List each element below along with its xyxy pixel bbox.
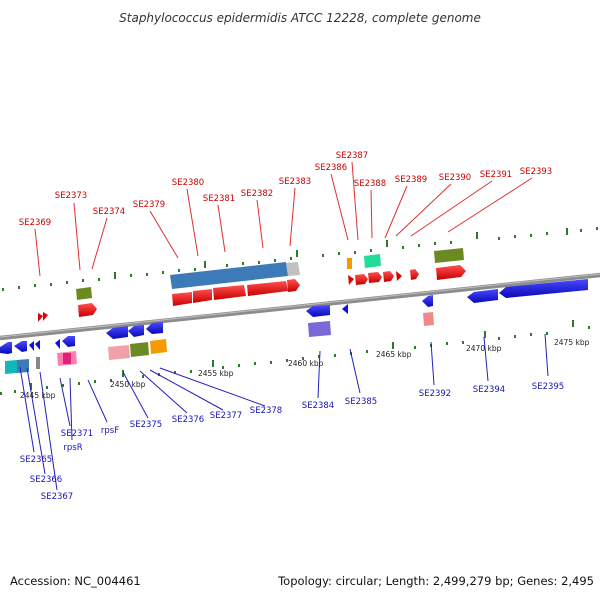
genome-backbone xyxy=(0,272,600,341)
rna-feature[interactable] xyxy=(150,339,167,354)
scale-label-2450: 2450 kbp xyxy=(110,380,146,389)
gene-arrow[interactable] xyxy=(348,275,354,285)
gene-label-reverse[interactable]: SE2392 xyxy=(419,389,451,399)
gene-arrow[interactable] xyxy=(342,304,348,314)
rna-feature[interactable] xyxy=(347,258,352,269)
gene-label-reverse[interactable]: SE2377 xyxy=(210,411,242,421)
scale-label-2465: 2465 kbp xyxy=(376,350,412,359)
scale-label-2455: 2455 kbp xyxy=(198,369,234,378)
rna-feature[interactable] xyxy=(5,360,17,374)
gene-arrow[interactable] xyxy=(62,336,75,347)
lower-tick-track xyxy=(0,320,590,395)
gene-arrow[interactable] xyxy=(14,341,27,352)
accession-label: Accession: NC_004461 xyxy=(10,574,141,588)
gene-arrow[interactable] xyxy=(35,340,40,350)
gene-label-forward[interactable]: SE2387 xyxy=(336,151,368,161)
gene-label-forward[interactable]: SE2390 xyxy=(439,173,471,183)
scale-label-2460: 2460 kbp xyxy=(288,359,324,368)
gene-arrow[interactable] xyxy=(78,303,97,317)
gene-label-forward[interactable]: SE2381 xyxy=(203,194,235,204)
gene-label-forward[interactable]: SE2373 xyxy=(55,191,87,201)
gene-label-forward[interactable]: SE2391 xyxy=(480,170,512,180)
rna-feature[interactable] xyxy=(434,248,464,263)
gene-label-reverse[interactable]: rpsF xyxy=(101,426,119,436)
gene-label-forward[interactable]: SE2369 xyxy=(19,218,51,228)
gene-label-reverse[interactable]: SE2394 xyxy=(473,385,505,395)
gene-arrow[interactable] xyxy=(467,289,498,303)
gene-label-reverse[interactable]: SE2395 xyxy=(532,382,564,392)
rna-feature[interactable] xyxy=(76,287,92,300)
gene-label-forward[interactable]: SE2386 xyxy=(315,163,347,173)
reverse-strand-genes xyxy=(0,279,588,354)
rna-feature[interactable] xyxy=(423,312,434,326)
gene-label-reverse[interactable]: SE2376 xyxy=(172,415,204,425)
gene-label-reverse[interactable]: SE2384 xyxy=(302,401,334,411)
forward-strand-genes xyxy=(38,265,466,322)
rna-feature-end[interactable] xyxy=(286,262,300,276)
gene-arrow[interactable] xyxy=(247,281,288,296)
upper-tick-track xyxy=(2,227,598,291)
gene-label-reverse[interactable]: SE2375 xyxy=(130,420,162,430)
rna-feature[interactable] xyxy=(364,254,381,268)
forward-gene-labels: SE2369 SE2373 SE2374 SE2379 SE2380 SE238… xyxy=(19,151,552,228)
rna-feature[interactable] xyxy=(108,345,130,360)
gene-arrow[interactable] xyxy=(0,342,12,354)
gene-arrow[interactable] xyxy=(43,312,48,321)
gene-arrow[interactable] xyxy=(128,325,144,337)
gene-arrow[interactable] xyxy=(213,285,246,300)
gene-label-forward[interactable]: SE2389 xyxy=(395,175,427,185)
scale-label-2475: 2475 kbp xyxy=(554,338,590,347)
genome-backbone-highlight xyxy=(0,273,600,338)
gene-arrow[interactable] xyxy=(172,292,192,306)
gene-label-reverse[interactable]: SE2366 xyxy=(30,475,62,485)
gene-label-reverse[interactable]: SE2367 xyxy=(41,492,73,502)
gene-label-forward[interactable]: SE2393 xyxy=(520,167,552,177)
gene-label-reverse[interactable]: SE2365 xyxy=(20,455,52,465)
gene-arrow[interactable] xyxy=(499,279,588,298)
scale-label-2470: 2470 kbp xyxy=(466,344,502,353)
gene-arrow[interactable] xyxy=(422,295,433,307)
gene-arrow[interactable] xyxy=(355,274,368,285)
gene-label-forward[interactable]: SE2382 xyxy=(241,189,273,199)
gene-arrow[interactable] xyxy=(306,305,330,317)
gene-arrow[interactable] xyxy=(106,326,128,339)
gene-arrow[interactable] xyxy=(38,313,43,322)
gene-arrow[interactable] xyxy=(436,265,466,280)
rna-feature[interactable] xyxy=(36,357,40,369)
gene-arrow[interactable] xyxy=(193,289,212,303)
gene-label-forward[interactable]: SE2379 xyxy=(133,200,165,210)
genome-title: Staphylococcus epidermidis ATCC 12228, c… xyxy=(119,11,481,25)
gene-label-forward[interactable]: SE2383 xyxy=(279,177,311,187)
rna-feature[interactable] xyxy=(170,262,288,289)
genome-summary-label: Topology: circular; Length: 2,499,279 bp… xyxy=(278,574,594,588)
rna-feature[interactable] xyxy=(130,342,149,357)
gene-arrow[interactable] xyxy=(55,339,60,349)
gene-label-reverse[interactable]: rpsR xyxy=(63,443,82,453)
rna-feature[interactable] xyxy=(308,321,331,337)
gene-arrow[interactable] xyxy=(146,322,163,334)
gene-label-reverse[interactable]: SE2371 xyxy=(61,429,93,439)
rna-feature[interactable] xyxy=(63,353,71,364)
reverse-gene-labels: SE2365 SE2366 SE2367 SE2371 rpsR rpsF SE… xyxy=(20,382,564,502)
gene-arrow[interactable] xyxy=(383,271,394,282)
forward-label-leaders xyxy=(34,161,533,277)
gene-label-reverse[interactable]: SE2385 xyxy=(345,397,377,407)
gene-label-reverse[interactable]: SE2378 xyxy=(250,406,282,416)
gene-label-forward[interactable]: SE2374 xyxy=(93,207,125,217)
gene-arrow[interactable] xyxy=(396,271,402,281)
gene-arrow[interactable] xyxy=(368,272,382,283)
gene-arrow[interactable] xyxy=(29,341,34,351)
reverse-label-leaders xyxy=(19,333,549,491)
scale-label-2445: 2445 kbp xyxy=(20,391,56,400)
gene-label-forward[interactable]: SE2388 xyxy=(354,179,386,189)
gene-arrow[interactable] xyxy=(287,279,300,292)
gene-label-forward[interactable]: SE2380 xyxy=(172,178,204,188)
gene-arrow[interactable] xyxy=(410,269,419,280)
